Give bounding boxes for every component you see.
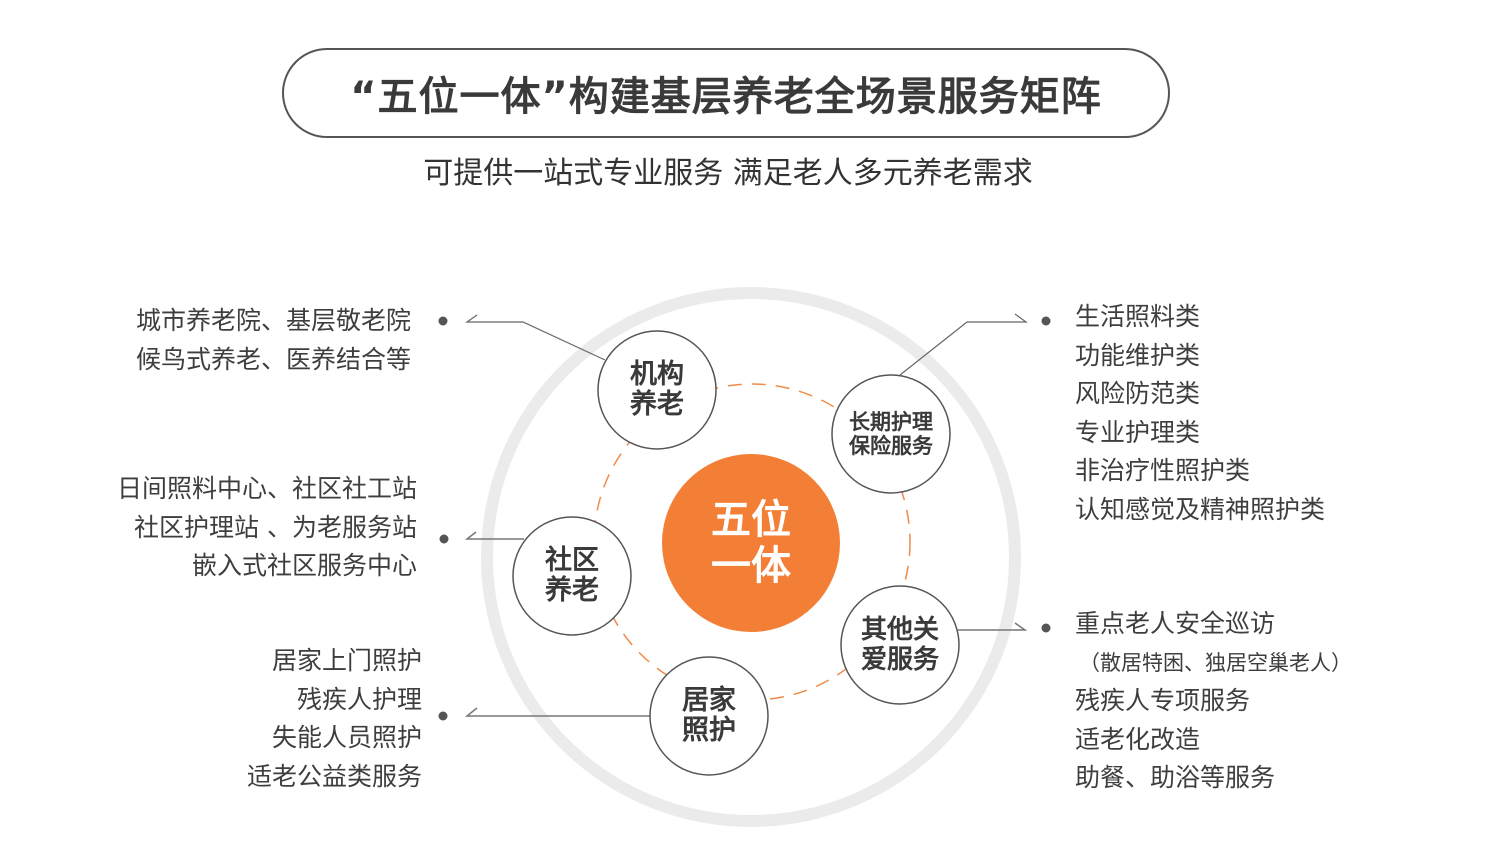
node-other-care-line2: 爱服务 bbox=[860, 645, 939, 675]
connector-community bbox=[464, 531, 524, 540]
list-item: 认知感觉及精神照护类 bbox=[1075, 494, 1326, 524]
list-item: 功能维护类 bbox=[1075, 340, 1201, 370]
list-item: 日间照料中心、社区社工站 bbox=[116, 474, 417, 503]
list-home-care: 居家上门照护 残疾人护理 失能人员照护 适老公益类服务 bbox=[247, 642, 422, 796]
node-institutional-line2: 养老 bbox=[630, 389, 684, 420]
list-item: 适老化改造 bbox=[1075, 724, 1201, 754]
list-other-care: 重点老人安全巡访 （散居特困、独居空巢老人） 残疾人专项服务 适老化改造 助餐、… bbox=[1075, 605, 1352, 798]
connector-home-care bbox=[464, 707, 650, 717]
bullet-home-care bbox=[438, 711, 448, 721]
list-item: 非治疗性照护类 bbox=[1075, 456, 1251, 485]
list-item: 残疾人专项服务 bbox=[1075, 686, 1251, 715]
list-item: 失能人员照护 bbox=[271, 723, 422, 752]
connector-other-care bbox=[958, 622, 1028, 631]
node-circle-institutional bbox=[597, 330, 717, 450]
list-item: 风险防范类 bbox=[1075, 379, 1201, 408]
node-ltc-line1: 长期护理 bbox=[849, 410, 933, 434]
bullet-institutional bbox=[438, 316, 448, 326]
list-item: 嵌入式社区服务中心 bbox=[191, 551, 417, 580]
center-label-line1: 五位 bbox=[711, 497, 791, 543]
list-ltc-insurance: 生活照料类 功能维护类 风险防范类 专业护理类 非治疗性照护类 认知感觉及精神照… bbox=[1075, 298, 1325, 529]
node-ltc-line2: 保险服务 bbox=[849, 434, 933, 458]
node-home-care-line2: 照护 bbox=[682, 715, 736, 746]
node-other-care-line1: 其他关 bbox=[860, 615, 939, 645]
list-institutional: 城市养老院、基层敬老院 候鸟式养老、医养结合等 bbox=[136, 302, 411, 379]
connector-institutional bbox=[465, 314, 606, 361]
list-item: 专业护理类 bbox=[1075, 417, 1201, 447]
node-circle-other-care bbox=[840, 585, 960, 705]
node-home-care: 居家 照护 bbox=[650, 657, 768, 775]
node-circle-ltc bbox=[831, 374, 951, 494]
center-label-line2: 一体 bbox=[711, 543, 791, 589]
connector-ltc bbox=[899, 313, 1028, 376]
node-home-care-line1: 居家 bbox=[682, 685, 736, 716]
page-subtitle: 可提供一站式专业服务 满足老人多元养老需求 bbox=[423, 156, 1033, 191]
list-item: 社区护理站 、为老服务站 bbox=[134, 512, 417, 542]
bullet-community bbox=[439, 534, 449, 544]
bullet-other-care bbox=[1041, 623, 1051, 633]
title-banner: “五位一体”构建基层养老全场景服务矩阵 bbox=[282, 48, 1170, 138]
center-circle bbox=[662, 454, 840, 632]
node-institutional-line1: 机构 bbox=[630, 359, 684, 390]
list-item-note: （散居特困、独居空巢老人） bbox=[1079, 650, 1352, 675]
list-item: 适老公益类服务 bbox=[246, 761, 422, 791]
list-item: 残疾人护理 bbox=[296, 684, 422, 714]
list-item: 候鸟式养老、医养结合等 bbox=[135, 344, 411, 374]
list-item: 助餐、助浴等服务 bbox=[1075, 763, 1276, 792]
list-item: 居家上门照护 bbox=[271, 646, 422, 675]
node-other-care: 其他关 爱服务 bbox=[841, 586, 959, 704]
node-institutional: 机构 养老 bbox=[598, 331, 716, 449]
list-item: 城市养老院、基层敬老院 bbox=[135, 306, 411, 335]
node-circle-community bbox=[512, 516, 632, 636]
list-item: 重点老人安全巡访 bbox=[1075, 609, 1276, 638]
node-ltc-insurance: 长期护理 保险服务 bbox=[832, 375, 950, 493]
node-circle-home-care bbox=[649, 656, 769, 776]
outer-ring bbox=[481, 287, 1021, 827]
page-title: “五位一体”构建基层养老全场景服务矩阵 bbox=[350, 74, 1102, 120]
bullet-ltc bbox=[1041, 316, 1051, 326]
node-community-line2: 养老 bbox=[545, 575, 599, 606]
center-label: 五位 一体 bbox=[662, 454, 840, 632]
list-item: 生活照料类 bbox=[1075, 302, 1201, 331]
node-community-line1: 社区 bbox=[545, 545, 599, 576]
list-community: 日间照料中心、社区社工站 社区护理站 、为老服务站 嵌入式社区服务中心 bbox=[117, 470, 417, 586]
node-community: 社区 养老 bbox=[513, 517, 631, 635]
